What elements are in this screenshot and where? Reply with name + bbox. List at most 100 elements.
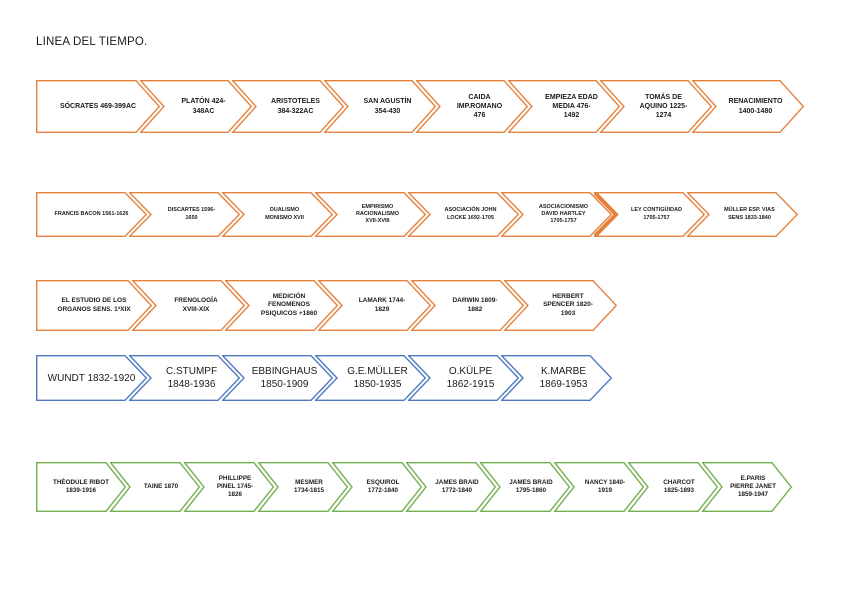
chevron-label: G.E.MÜLLER 1850-1935 [347, 366, 408, 390]
chevron-label: K.MARBE 1869-1953 [539, 366, 588, 390]
chevron-item: MEDICIÓN FENOMENOS PSIQUICOS +1860 [225, 280, 338, 331]
chevron-shape [36, 192, 147, 237]
chevron-shape [408, 192, 519, 237]
chevron-shape [132, 280, 245, 331]
chevron-item: ARISTOTELES 384-322AC [232, 80, 344, 133]
chevron-shape [406, 462, 496, 512]
chevron-shape [408, 355, 519, 401]
chevron-shape [36, 355, 147, 401]
chevron-shape [315, 192, 426, 237]
chevron-item: RENACIMIENTO 1400-1480 [692, 80, 804, 133]
page-title: LINEA DEL TIEMPO. [36, 36, 148, 48]
chevron-label: SAN AGUSTÍN 354-430 [363, 98, 412, 115]
chevron-item: C.STUMPF 1848-1936 [129, 355, 240, 401]
chevron-shape [36, 80, 160, 133]
chevron-label: ESQUIROL 1772-1840 [366, 478, 400, 494]
chevron-item: SAN AGUSTÍN 354-430 [324, 80, 436, 133]
chevron-item: LAMARK 1744- 1829 [318, 280, 431, 331]
chevron-item: HERBERT SPENCER 1820- 1903 [504, 280, 617, 331]
chevron-label: DISCARTES 1596- 1650 [167, 207, 216, 221]
chevron-item: PLATÓN 424- 348AC [140, 80, 252, 133]
chevron-label: EMPIRISMO RACIONALISMO XVII-XVIII [355, 203, 400, 225]
chevron-item: FRENOLOGÍA XVIII-XIX [132, 280, 245, 331]
chevron-label: PLATÓN 424- 348AC [181, 98, 226, 115]
chevron-label: HERBERT SPENCER 1820- 1903 [543, 292, 593, 317]
chevron-label: ARISTOTELES 384-322AC [271, 98, 320, 115]
chevron-shape [594, 192, 705, 237]
chevron-item: DARWIN 1809- 1882 [411, 280, 524, 331]
chevron-label: DUALISMO MONISMO XVII [265, 207, 304, 221]
chevron-shape [504, 280, 617, 331]
chevron-shape [140, 80, 252, 133]
chevron-shape [36, 462, 126, 512]
chevron-item: G.E.MÜLLER 1850-1935 [315, 355, 426, 401]
chevron-item: MÜLLER ESP. VIAS SENS 1833-1840 [687, 192, 798, 237]
chevron-label: MÜLLER ESP. VIAS SENS 1833-1840 [724, 207, 775, 221]
chevron-label: LEY CONTIGÜIDAD 1705-1757 [631, 207, 682, 221]
chevron-label: TAINE 1870 [143, 482, 179, 490]
chevron-shape [508, 80, 620, 133]
chevron-item: ASOCIACIONISMO DAVID HARTLEY 1705-1757 [501, 192, 612, 237]
chevron-label: NANCY 1840- 1919 [584, 478, 626, 494]
chevron-shape [332, 462, 422, 512]
chevron-label: MEDICIÓN FENOMENOS PSIQUICOS +1860 [260, 292, 318, 317]
chevron-shape [501, 192, 612, 237]
chevron-shape [692, 80, 804, 133]
chevron-label: EMPIEZA EDAD MEDIA 476- 1492 [545, 93, 598, 120]
chevron-shape [225, 280, 338, 331]
chevron-label: PHILLIPPE PINEL 1745- 1826 [216, 474, 254, 499]
chevron-item: WUNDT 1832-1920 [36, 355, 147, 401]
chevron-label: E.PARIS PIERRE JANET 1859-1947 [730, 474, 776, 499]
chevron-label: C.STUMPF 1848-1936 [165, 366, 218, 390]
chevron-shape [628, 462, 718, 512]
chevron-item: CHARCOT 1825-1893 [628, 462, 718, 512]
chevron-item: FRANCIS BACON 1561-1626 [36, 192, 147, 237]
chevron-label: TOMÁS DE AQUINO 1225- 1274 [639, 93, 688, 120]
chevron-label: EBBINGHAUS 1850-1909 [251, 366, 318, 390]
chevron-shape [324, 80, 436, 133]
chevron-item: EMPIRISMO RACIONALISMO XVII-XVIII [315, 192, 426, 237]
chevron-label: CHARCOT 1825-1893 [663, 478, 695, 494]
chevron-shape [222, 192, 333, 237]
chevron-shape [501, 355, 612, 401]
chevron-shape [129, 355, 240, 401]
chevron-item: LEY CONTIGÜIDAD 1705-1757 [594, 192, 705, 237]
chevron-shape [411, 280, 524, 331]
chevron-item: SÓCRATES 469-399AC [36, 80, 160, 133]
chevron-shape [416, 80, 528, 133]
chevron-label: FRANCIS BACON 1561-1626 [54, 210, 129, 217]
chevron-label: EL ESTUDIO DE LOS ORGANOS SENS. 1ªXIX [57, 297, 131, 313]
chevron-shape [110, 462, 200, 512]
chevron-item: TOMÁS DE AQUINO 1225- 1274 [600, 80, 712, 133]
chevron-item: ESQUIROL 1772-1840 [332, 462, 422, 512]
chevron-shape [480, 462, 570, 512]
chevron-item: O.KÜLPE 1862-1915 [408, 355, 519, 401]
chevron-label: ASOCIACIONISMO DAVID HARTLEY 1705-1757 [538, 203, 589, 225]
chevron-label: ASOCIACIÓN JOHN LOCKE 1692-1705 [444, 207, 497, 221]
chevron-shape [318, 280, 431, 331]
chevron-label: O.KÜLPE 1862-1915 [446, 366, 495, 390]
chevron-label: FRENOLOGÍA XVIII-XIX [174, 297, 218, 313]
chevron-label: JAMES BRAID 1772-1840 [435, 478, 479, 494]
chevron-item: JAMES BRAID 1795-1860 [480, 462, 570, 512]
chevron-shape [554, 462, 644, 512]
chevron-label: CAIDA IMP.ROMANO 476 [456, 93, 503, 120]
chevron-shape [232, 80, 344, 133]
chevron-item: JAMES BRAID 1772-1840 [406, 462, 496, 512]
chevron-shape [36, 280, 152, 331]
chevron-item: NANCY 1840- 1919 [554, 462, 644, 512]
chevron-shape [258, 462, 348, 512]
chevron-label: RENACIMIENTO 1400-1480 [728, 98, 783, 115]
chevron-item: MESMER 1734-1815 [258, 462, 348, 512]
chevron-shape [184, 462, 274, 512]
chevron-label: THÈODULE RIBOT 1839-1916 [53, 478, 109, 494]
chevron-shape [129, 192, 240, 237]
chevron-shape [600, 80, 712, 133]
chevron-item: THÈODULE RIBOT 1839-1916 [36, 462, 126, 512]
chevron-shape [222, 355, 333, 401]
chevron-label: WUNDT 1832-1920 [47, 372, 136, 384]
chevron-item: DUALISMO MONISMO XVII [222, 192, 333, 237]
chevron-item: EL ESTUDIO DE LOS ORGANOS SENS. 1ªXIX [36, 280, 152, 331]
chevron-label: SÓCRATES 469-399AC [59, 102, 137, 110]
